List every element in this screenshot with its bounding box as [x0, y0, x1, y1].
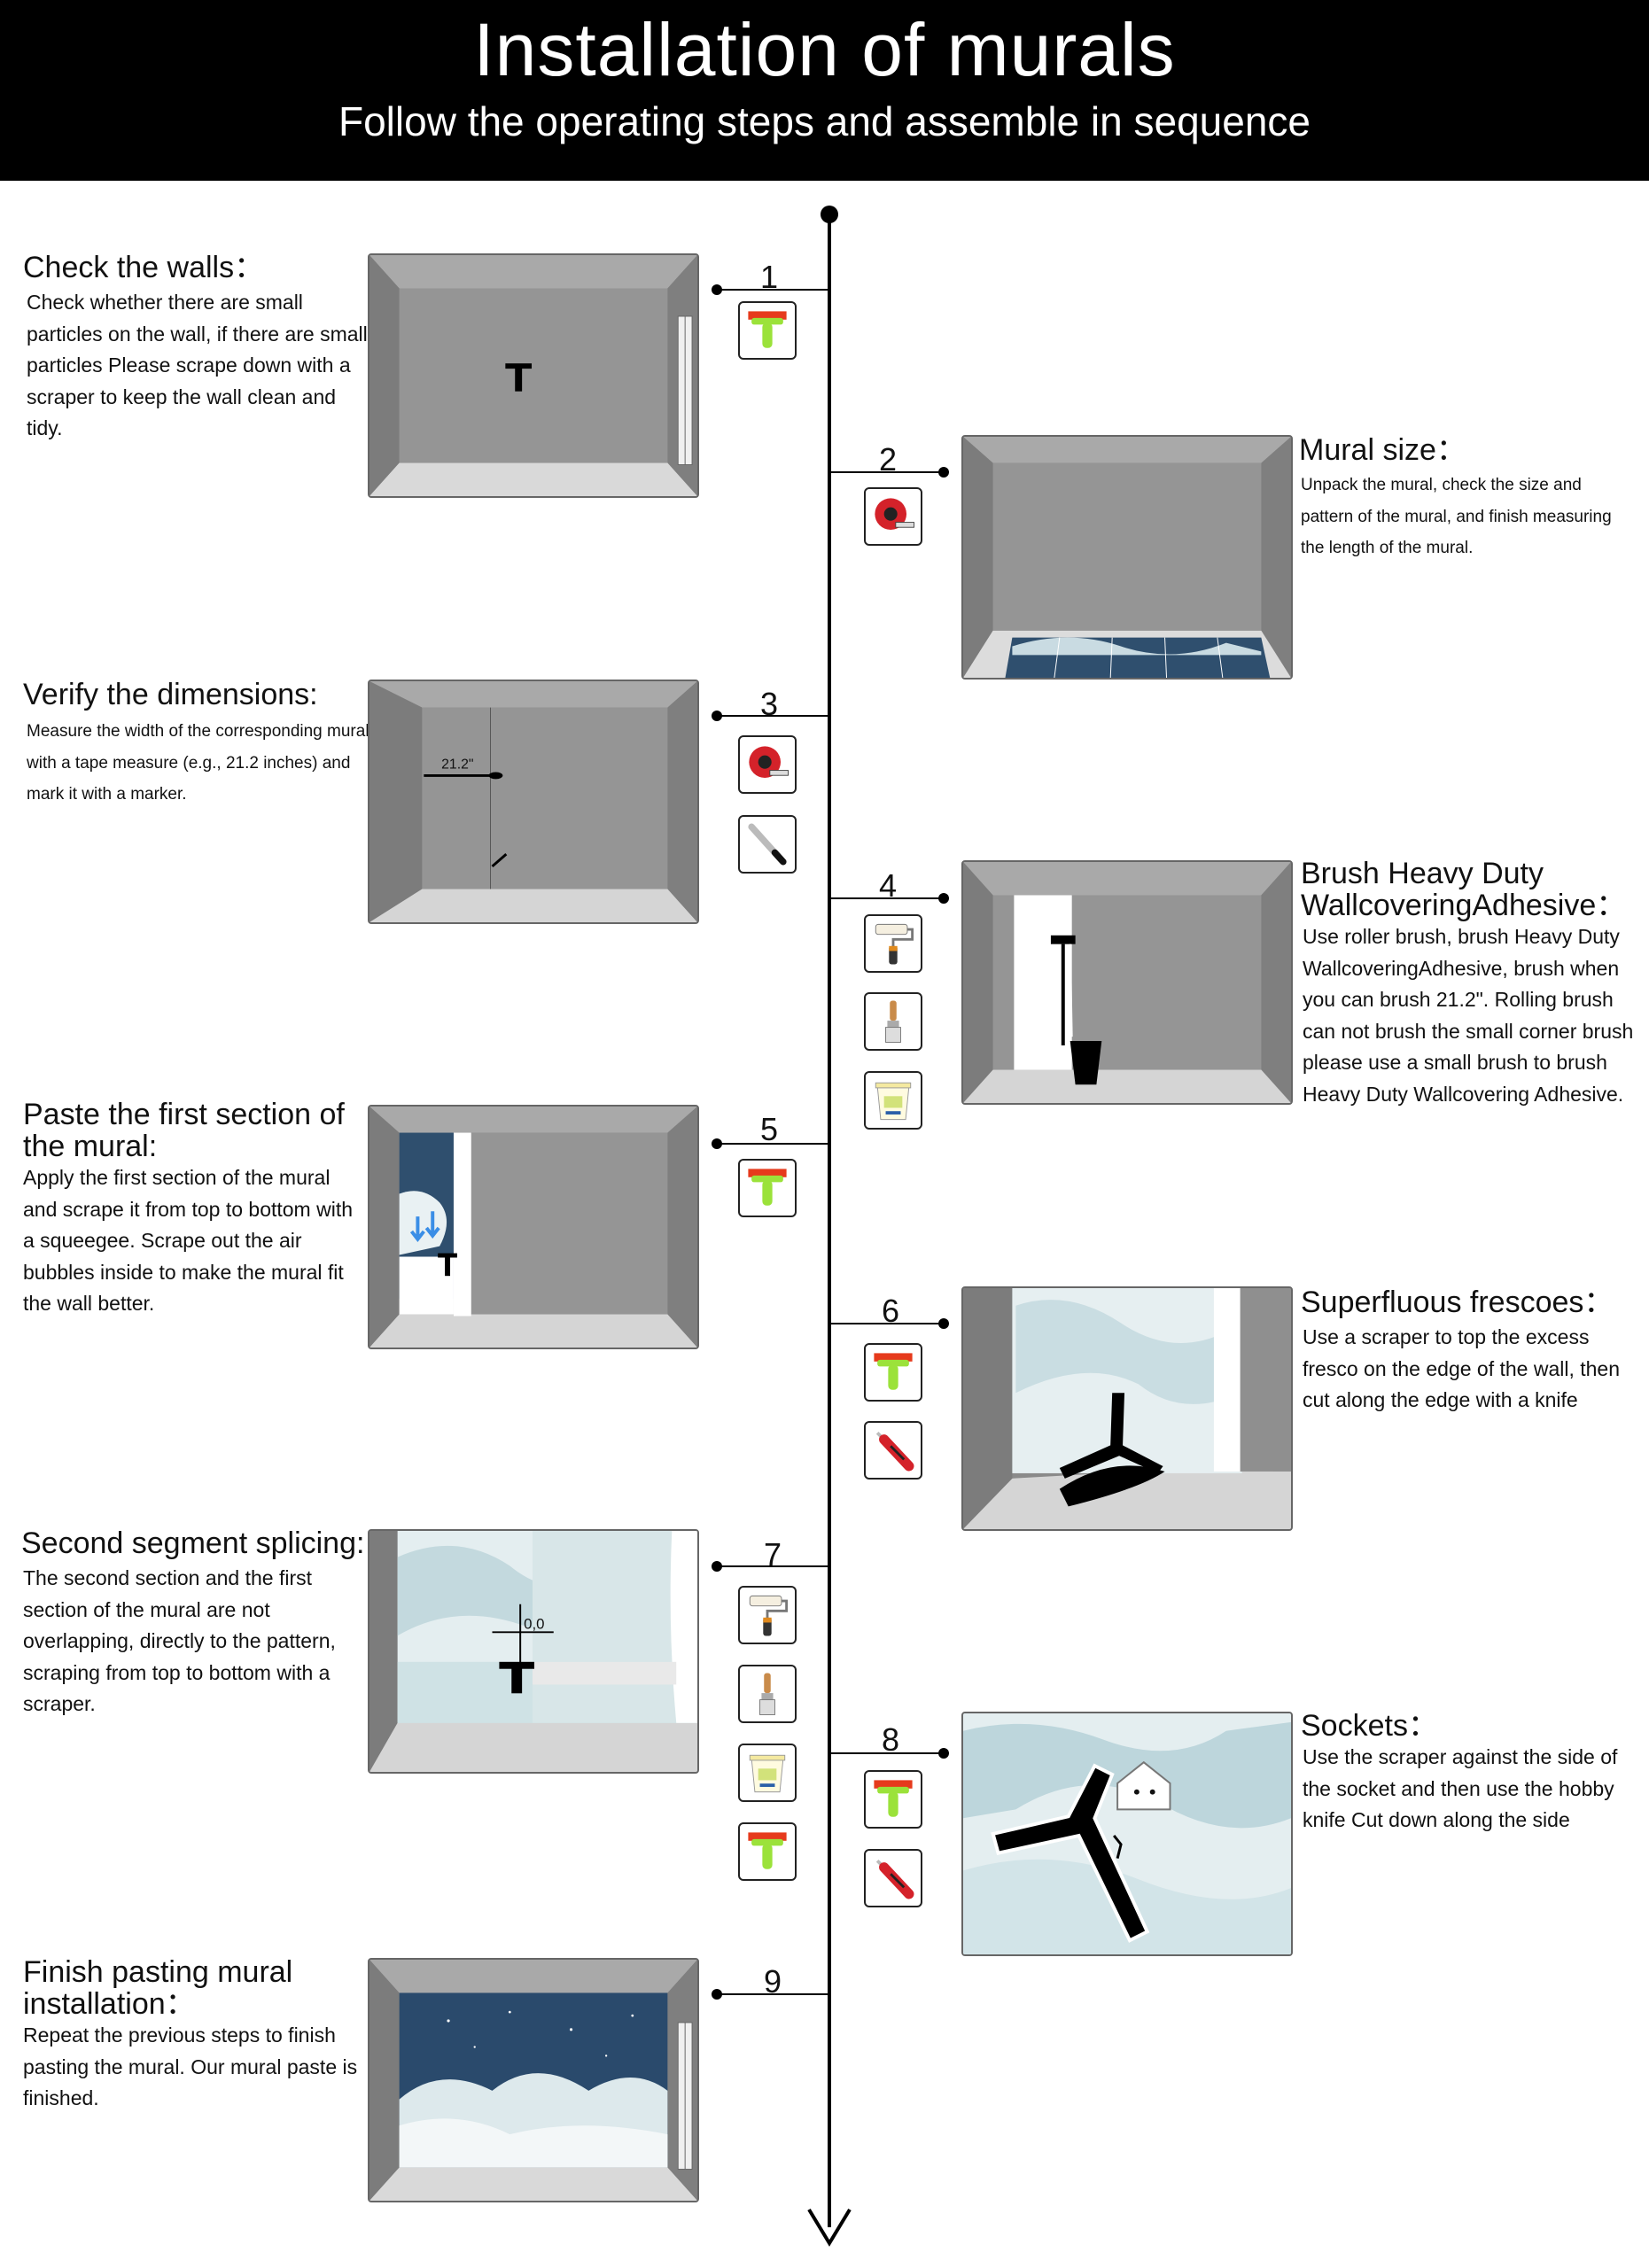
step-8-connector-dot: [938, 1748, 949, 1759]
timeline-arrow-icon: [807, 2208, 852, 2247]
paint-roller-icon: [864, 914, 922, 973]
scraper-icon: [738, 1159, 797, 1217]
step-8-number: 8: [881, 1721, 900, 1758]
page-subtitle: Follow the operating steps and assemble …: [338, 98, 1311, 144]
step-7-connector: [717, 1565, 829, 1567]
step-9-number: 9: [763, 1963, 782, 2000]
tape-measure-icon: [738, 735, 797, 794]
adhesive-bucket-icon: [738, 1744, 797, 1802]
step-2-connector-dot: [938, 467, 949, 478]
step-8-scene: [961, 1712, 1293, 1956]
scraper-icon: [864, 1343, 922, 1402]
step-4-number: 4: [878, 867, 898, 904]
step-1-connector: [717, 289, 829, 291]
paint-brush-icon: [738, 1665, 797, 1723]
step-8-text: Use the scraper against the side of the …: [1303, 1745, 1618, 1831]
page-title: Installation of murals: [473, 8, 1176, 91]
step-9-connector: [717, 1993, 829, 1995]
step-6-title: Superfluous frescoes：: [1301, 1285, 1614, 1319]
step-4-scene: [961, 860, 1293, 1105]
step-6-text: Use a scraper to top the excess fresco o…: [1303, 1325, 1621, 1411]
timeline-line: [828, 216, 831, 2227]
step-1-title: Check the walls：: [23, 251, 265, 284]
scraper-icon: [738, 1822, 797, 1881]
scraper-icon: [864, 1770, 922, 1829]
step-3-text: Measure the width of the corresponding m…: [27, 722, 369, 804]
step-4-text: Use roller brush, brush Heavy Duty Wallc…: [1303, 925, 1634, 1106]
step-9-title: Finish pasting mural installation：: [23, 1955, 293, 2021]
step-4-title: Brush Heavy Duty WallcoveringAdhesive：: [1301, 857, 1627, 922]
utility-knife-icon: [864, 1849, 922, 1907]
step-5-title: Paste the first section of the mural:: [23, 1098, 345, 1163]
header: Installation of murals Follow the operat…: [0, 0, 1649, 181]
step-3-connector: [717, 715, 829, 717]
paint-roller-icon: [738, 1586, 797, 1644]
step-6-connector: [829, 1323, 942, 1324]
step-6-scene: [961, 1286, 1293, 1531]
step-3-scene: 21.2": [368, 680, 699, 924]
step-5-scene: [368, 1105, 699, 1349]
step-2-text: Unpack the mural, check the size and pat…: [1301, 476, 1612, 557]
paint-brush-icon: [864, 992, 922, 1051]
step-4-connector-dot: [938, 893, 949, 904]
step-3-number: 3: [759, 686, 779, 722]
adhesive-bucket-icon: [864, 1071, 922, 1130]
step-2-connector: [829, 471, 942, 473]
step-8-connector: [829, 1752, 942, 1754]
step-2-title: Mural size：: [1299, 433, 1466, 467]
timeline-start-dot: [821, 206, 838, 223]
pen-icon: [738, 815, 797, 874]
step-9-scene: [368, 1958, 699, 2202]
step-7-scene: 0,0: [368, 1529, 699, 1774]
step-3-title: Verify the dimensions:: [23, 678, 318, 711]
step-5-number: 5: [759, 1111, 779, 1147]
step-5-text: Apply the first section of the mural and…: [23, 1166, 354, 1315]
tape-measure-icon: [864, 487, 922, 546]
utility-knife-icon: [864, 1421, 922, 1480]
step-8-title: Sockets：: [1301, 1709, 1438, 1743]
step-1-scene: [368, 253, 699, 498]
step-1-text: Check whether there are small particles …: [27, 291, 368, 439]
step-3-measure-label: 21.2": [441, 757, 473, 773]
step-7-title: Second segment splicing:: [21, 1526, 365, 1560]
step-4-connector: [829, 897, 942, 899]
step-5-connector: [717, 1143, 829, 1145]
step-2-scene: [961, 435, 1293, 680]
step-9-text: Repeat the previous steps to finish past…: [23, 2023, 358, 2109]
step-7-text: The second section and the first section…: [23, 1566, 336, 1715]
step-6-number: 6: [881, 1293, 900, 1329]
step-2-number: 2: [878, 441, 898, 478]
scraper-icon: [738, 301, 797, 360]
step-7-origin-label: 0,0: [524, 1615, 544, 1632]
step-1-number: 1: [759, 259, 779, 295]
step-7-number: 7: [763, 1536, 782, 1573]
step-6-connector-dot: [938, 1318, 949, 1329]
